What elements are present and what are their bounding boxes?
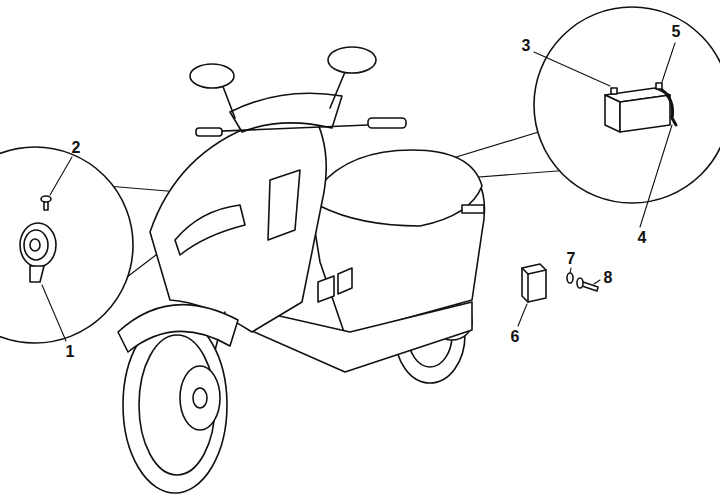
callout-number: 6 <box>511 329 520 345</box>
callout-number: 3 <box>522 38 531 54</box>
horn <box>20 196 56 282</box>
callout-number: 7 <box>567 251 576 267</box>
callout-number: 2 <box>72 140 81 156</box>
callout-number: 5 <box>672 24 681 40</box>
leader-lines <box>42 43 675 341</box>
detail-circle <box>0 147 133 343</box>
callout-number: 4 <box>638 230 647 246</box>
scooter <box>118 47 485 493</box>
battery <box>605 83 676 132</box>
callout-number: 1 <box>66 344 75 360</box>
detail-circle <box>534 7 720 203</box>
callout-number: 8 <box>604 270 613 286</box>
relay-parts <box>522 264 598 302</box>
